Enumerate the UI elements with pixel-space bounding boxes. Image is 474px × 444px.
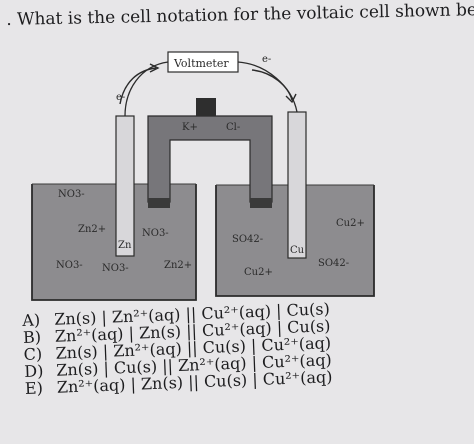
right-wire — [237, 61, 298, 113]
ion-sulfate-right: SO42- — [318, 258, 349, 269]
right-beaker-wall — [215, 185, 375, 297]
salt-bridge-plug-left — [148, 198, 170, 208]
voltmeter-label: Voltmeter — [173, 57, 229, 70]
choice-letter: B) — [22, 327, 42, 347]
salt-bridge-plug-right — [250, 198, 272, 208]
salt-bridge-anion-label: Cl- — [226, 122, 240, 133]
salt-bridge-tube — [147, 115, 273, 203]
choice-letter: D) — [23, 361, 44, 381]
salt-bridge-cation-label: K+ — [182, 122, 198, 133]
choice-letter: C) — [23, 344, 43, 364]
salt-bridge: K+ Cl- — [147, 98, 273, 208]
salt-bridge-stopper — [196, 98, 216, 116]
left-wire — [124, 61, 169, 117]
copper-electrode: Cu — [287, 111, 307, 259]
right-ion-labels: Cu2+ SO42- SO42- Cu2+ — [232, 218, 365, 278]
left-ion-labels: NO3- Zn2+ NO3- NO3- NO3- Zn2+ — [56, 189, 192, 274]
ion-zinc-bottom: Zn2+ — [164, 260, 192, 271]
ion-zinc-left: Zn2+ — [78, 224, 106, 235]
left-solution — [32, 184, 196, 300]
zinc-electrode: Zn — [115, 115, 135, 257]
ion-sulfate-left: SO42- — [232, 234, 263, 245]
ion-copper-bottom: Cu2+ — [244, 267, 273, 278]
ion-nitrate-top: NO3- — [58, 189, 85, 200]
ion-nitrate-bottom-left: NO3- — [56, 260, 83, 271]
external-circuit: Voltmeter e- e- — [116, 51, 298, 117]
copper-electrode-label: Cu — [290, 245, 305, 256]
left-beaker-wall — [31, 184, 197, 301]
left-electron-arrow — [119, 67, 157, 105]
left-electron-arrowhead-icon — [149, 63, 160, 73]
ion-nitrate-middle: NO3- — [142, 228, 169, 239]
choice-letter: E) — [24, 378, 44, 398]
voltmeter-box — [167, 51, 239, 73]
ion-copper-top: Cu2+ — [336, 218, 365, 229]
zinc-electrode-label: Zn — [118, 240, 132, 251]
ion-nitrate-bottom: NO3- — [102, 263, 129, 274]
copper-electrode-bar — [287, 111, 307, 259]
zinc-electrode-bar — [115, 115, 135, 257]
left-beaker — [31, 183, 197, 301]
choice-letter: A) — [21, 310, 41, 330]
right-electron-arrow — [251, 69, 293, 101]
left-electron-label: e- — [116, 92, 125, 103]
answer-choices: A) Zn(s) | Zn²⁺(aq) || Cu²⁺(aq) | Cu(s) … — [21, 295, 455, 398]
right-electron-label: e- — [262, 54, 271, 65]
right-electron-arrowhead-icon — [285, 93, 297, 104]
